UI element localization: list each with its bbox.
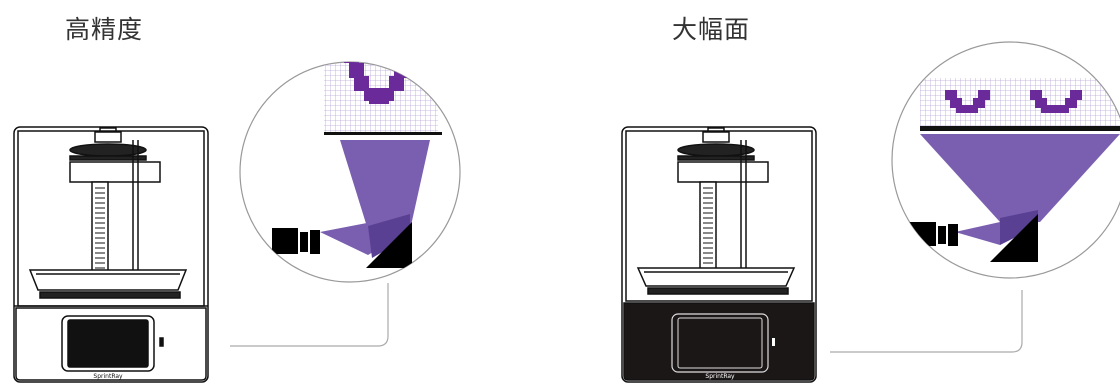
- uv-beam: [920, 134, 1120, 222]
- projector-lens: [310, 230, 320, 254]
- panel-title: 高精度: [65, 15, 144, 44]
- high-precision-panel: 高精度: [13, 15, 461, 383]
- printer-body: [621, 126, 817, 383]
- large-format-panel: 大幅面: [560, 0, 1120, 385]
- build-platform: [677, 161, 769, 183]
- lead-screw-threads: [95, 187, 105, 279]
- touchscreen: [67, 319, 149, 368]
- projector-body: [272, 228, 298, 254]
- brand-label: SprintRay: [93, 373, 123, 380]
- resin-vat: [636, 267, 796, 287]
- touchscreen: [677, 317, 763, 369]
- top-mount: [702, 131, 730, 143]
- diagram: SprintRay: [13, 61, 461, 383]
- diagram: SprintRay: [621, 41, 1120, 383]
- printer-body: [13, 126, 209, 383]
- callout-line: [230, 283, 389, 347]
- uv-beam: [340, 140, 430, 230]
- lead-screw: [699, 181, 717, 283]
- panel-title: 大幅面: [672, 15, 751, 44]
- build-head: [69, 143, 147, 157]
- lcd-screen-line: [920, 126, 1120, 131]
- magnified-view: [900, 78, 1120, 262]
- callout-line: [830, 290, 1023, 353]
- lcd-screen-line: [324, 132, 442, 135]
- printer-illustration: [621, 126, 817, 383]
- magnified-view: [272, 62, 442, 268]
- mirror: [366, 222, 412, 268]
- mirror: [990, 214, 1038, 262]
- vat-base: [647, 287, 789, 295]
- brand-label: SprintRay: [705, 373, 735, 380]
- build-head: [677, 143, 755, 157]
- vat-base: [39, 291, 181, 299]
- pixel-grid: [324, 62, 438, 132]
- status-led: [772, 338, 775, 346]
- printer-illustration: [13, 126, 209, 383]
- resin-vat: [28, 269, 188, 291]
- build-platform: [69, 161, 161, 183]
- letters-vv-pixels: [945, 90, 1082, 113]
- status-led: [159, 337, 164, 347]
- top-mount: [94, 131, 122, 143]
- projector-lens: [948, 224, 958, 246]
